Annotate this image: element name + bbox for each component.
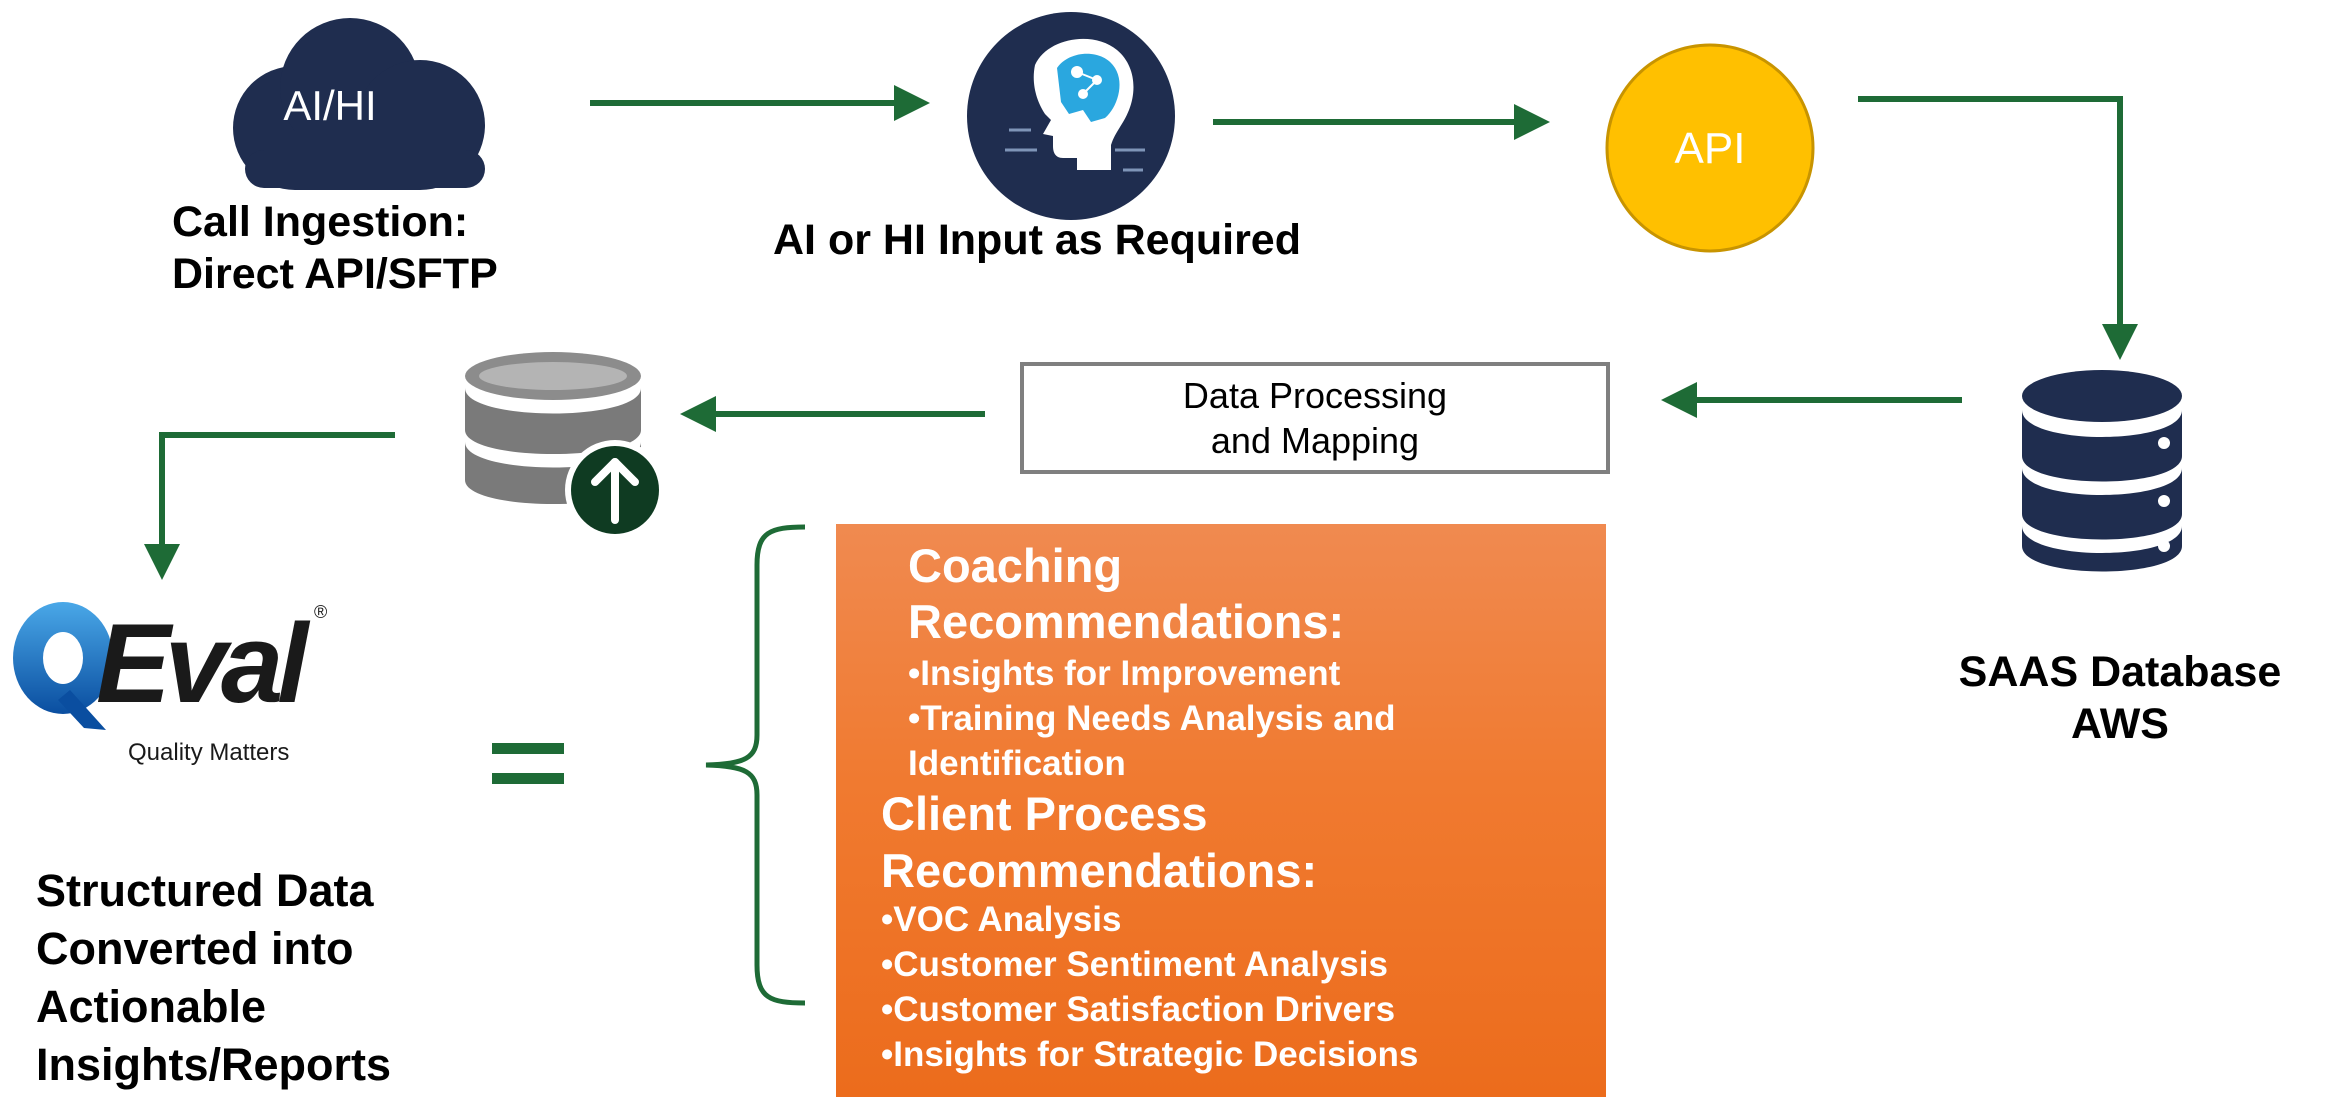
ingestion-line-2: Direct API/SFTP — [172, 250, 498, 299]
saas-line-1: SAAS Database — [1958, 648, 2282, 696]
database-icon — [2022, 370, 2182, 572]
client-item-4: •Insights for Strategic Decisions — [881, 1035, 1419, 1074]
api-node: API — [1604, 42, 1816, 254]
coaching-item-2: •Training Needs Analysis and — [908, 699, 1396, 738]
ai-input-label: AI or HI Input as Required — [773, 216, 1301, 264]
brain-node — [965, 10, 1177, 222]
saas-line-2: AWS — [2071, 700, 2169, 749]
client-item-2: •Customer Sentiment Analysis — [881, 945, 1388, 984]
structured-line-3: Actionable — [36, 981, 267, 1033]
saas-label: SAAS Database AWS — [1930, 646, 2310, 751]
logo-wordmark: Eval — [96, 601, 311, 726]
process-line-1: Data Processing — [1182, 375, 1448, 416]
ingestion-line-1: Call Ingestion: — [172, 198, 469, 246]
logo-tagline: Quality Matters — [128, 739, 289, 765]
client-item-3: •Customer Satisfaction Drivers — [881, 990, 1396, 1029]
data-processing-box: Data Processing and Mapping — [1020, 362, 1610, 474]
api-circle-shape — [1605, 43, 1815, 253]
recommendations-box: Coaching Recommendations: •Insights for … — [836, 524, 1606, 1097]
coaching-item-1: •Insights for Improvement — [908, 654, 1341, 693]
structured-data-label: Structured Data Converted into Actionabl… — [36, 862, 391, 1094]
saas-database-node — [2018, 368, 2186, 573]
arrow-upload-db-to-qeval — [144, 432, 395, 580]
client-heading-line-2: Recommendations: — [881, 844, 1318, 897]
equals-bar-top — [492, 743, 564, 754]
structured-line-2: Converted into — [36, 923, 354, 975]
cloud-icon — [233, 18, 485, 190]
coaching-heading-line-2: Recommendations: — [908, 595, 1345, 648]
upload-database-node — [463, 350, 673, 550]
api-label: API — [1674, 124, 1746, 173]
process-line-2: and Mapping — [1210, 420, 1420, 461]
structured-line-4: Insights/Reports — [36, 1039, 392, 1091]
cloud-label: AI/HI — [283, 82, 377, 129]
qeval-logo: Eval ® Quality Matters — [8, 590, 338, 766]
arrow-api-to-saas — [1858, 96, 2138, 360]
cloud-node: AI/HI — [210, 10, 495, 190]
equals-bar-bottom — [492, 773, 564, 784]
curly-brace — [705, 524, 806, 1006]
client-heading-line-1: Client Process — [881, 787, 1208, 840]
logo-registered-mark: ® — [314, 602, 327, 622]
client-item-1: •VOC Analysis — [881, 900, 1122, 939]
ai-brain-head-icon — [967, 12, 1175, 220]
ingestion-label: Call Ingestion: Direct API/SFTP — [172, 196, 498, 301]
structured-line-1: Structured Data — [36, 865, 374, 916]
database-upload-icon — [465, 352, 665, 540]
qeval-logo-graphic: Eval ® Quality Matters — [13, 601, 327, 766]
coaching-heading-line-1: Coaching — [908, 539, 1123, 592]
coaching-item-3: Identification — [908, 744, 1126, 783]
